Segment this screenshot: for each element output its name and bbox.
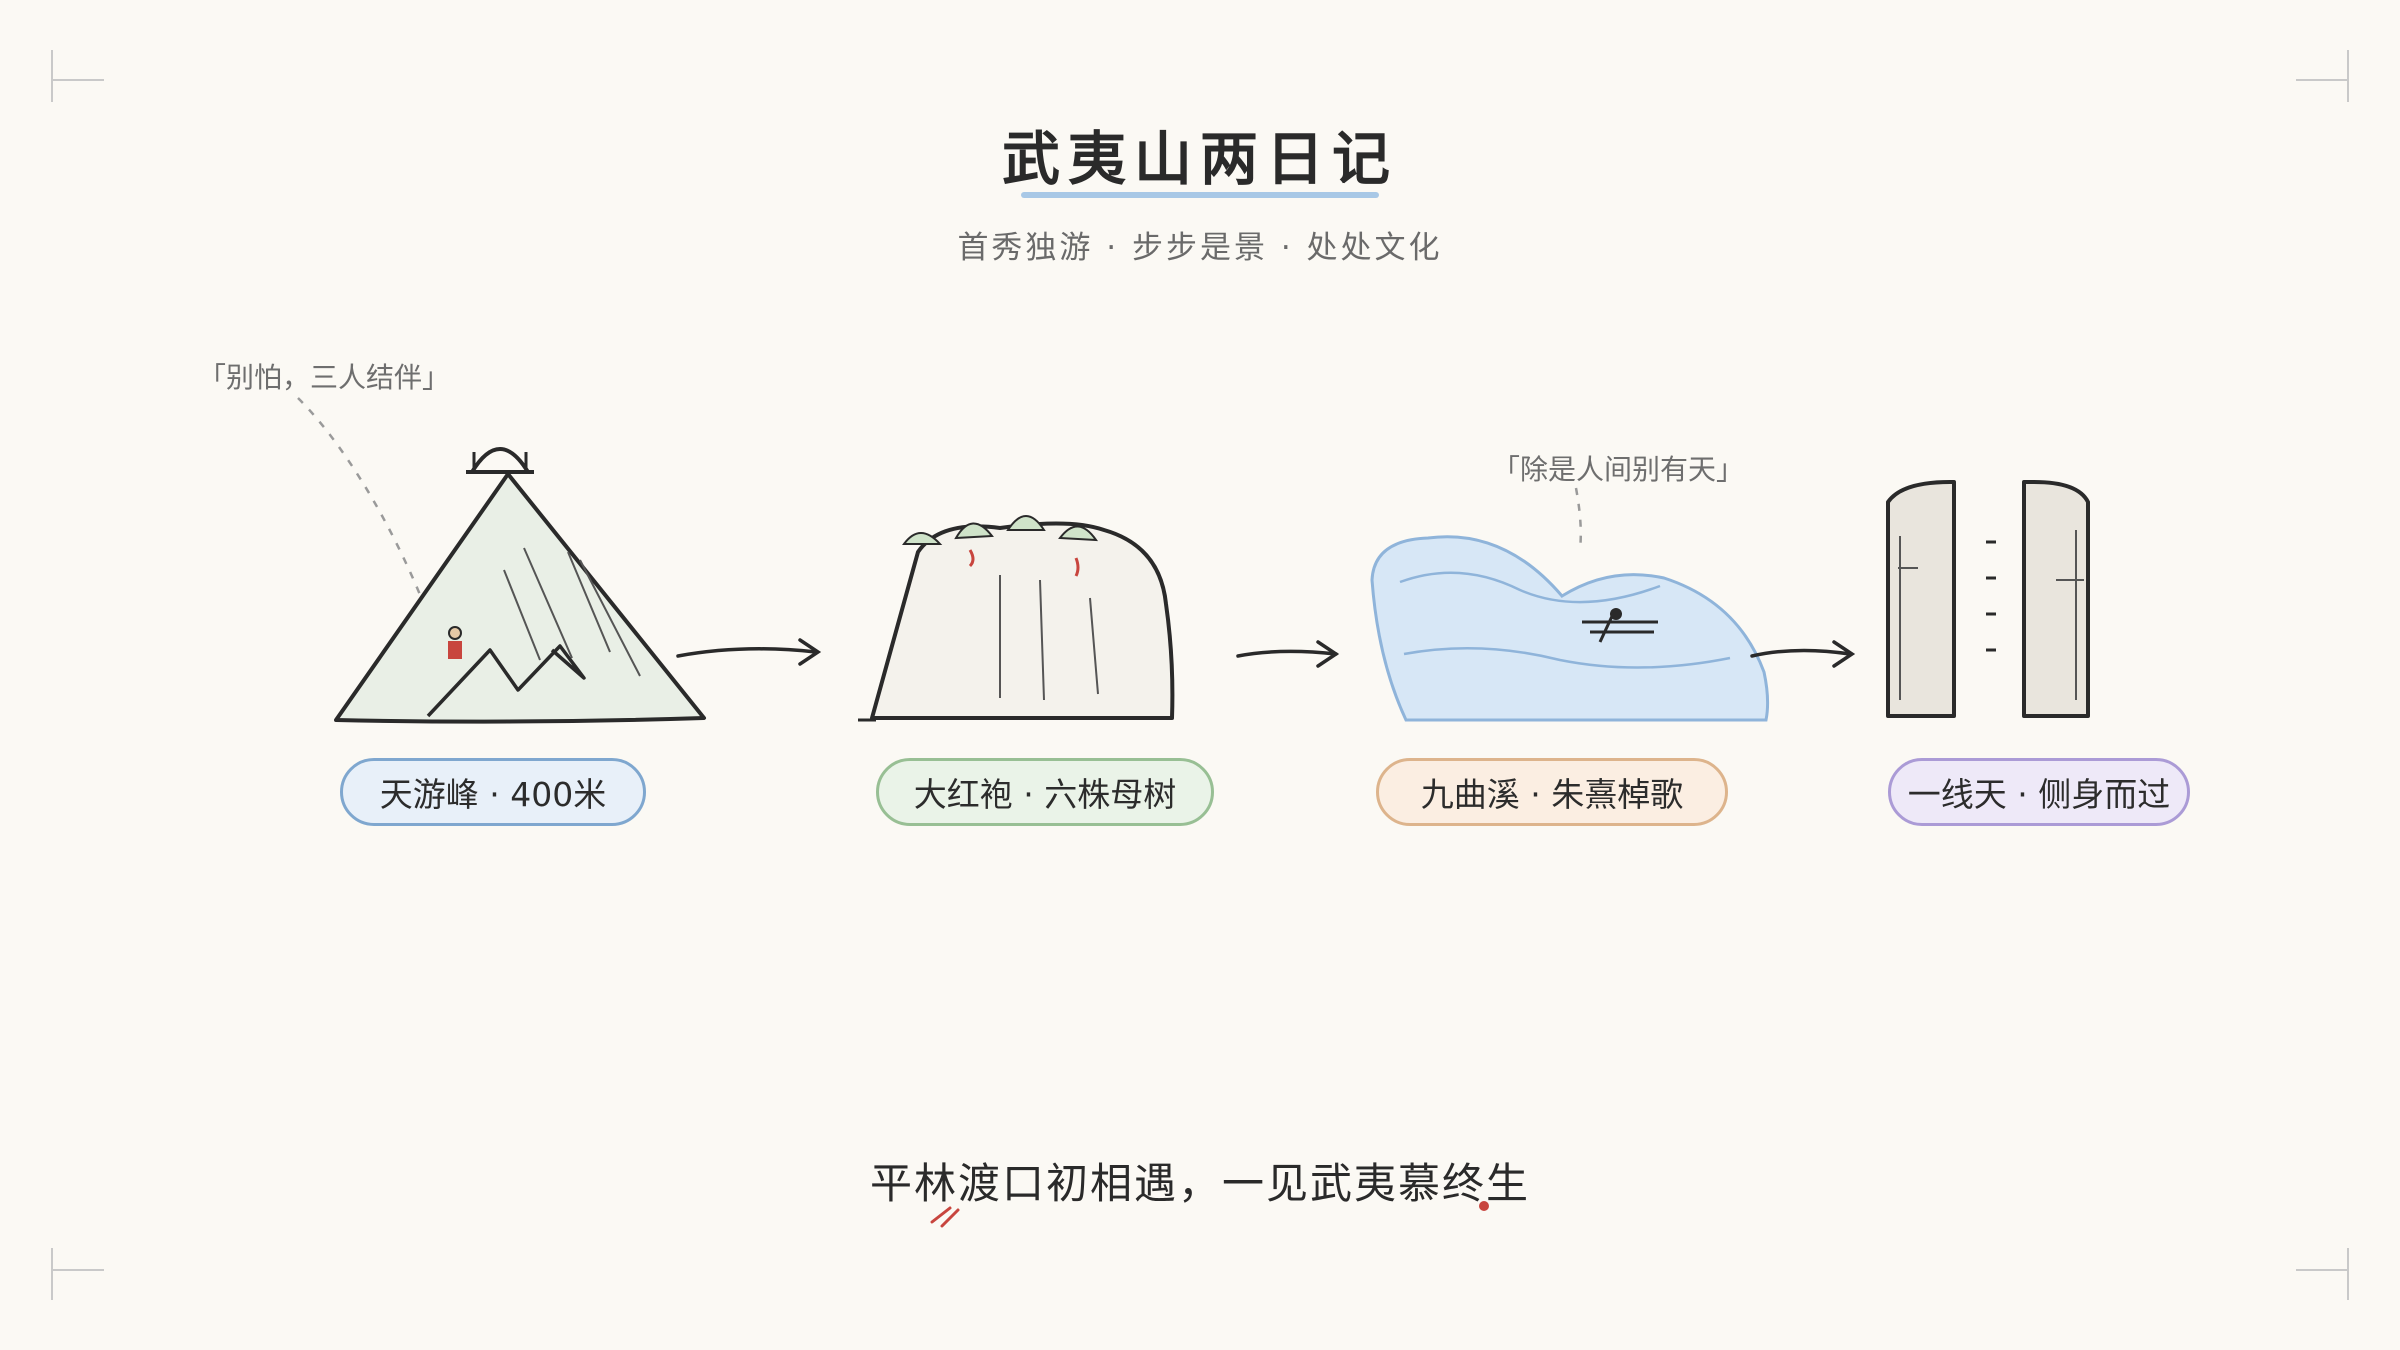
page-subtitle: 首秀独游 · 步步是景 · 处处文化 (957, 230, 1443, 266)
boat-icon (1582, 608, 1658, 643)
tianyou-peak-drawing (334, 447, 706, 724)
arrow-2 (1236, 640, 1340, 668)
page-title: 武夷山两日记 (1001, 125, 1398, 193)
stop-label-tianyou: 天游峰 · 400米 (340, 758, 646, 826)
jiuqu-stream-drawing (1370, 535, 1770, 722)
note-heaven: 「除是人间别有天」 (1492, 453, 1745, 486)
ladder-icon (1986, 540, 1996, 652)
pavilion-icon (466, 447, 534, 474)
arrow-3 (1750, 640, 1856, 668)
footer-poem: 平林渡口初相遇，一见武夷慕终生 (869, 1159, 1530, 1208)
stop-label-yixiantian: 一线天 · 侧身而过 (1888, 758, 2190, 826)
hiker-icon (448, 626, 462, 659)
corner-marks (51, 50, 2349, 1300)
arrow-1 (676, 638, 822, 666)
title-underline (1021, 192, 1379, 198)
note-companion: 「别怕，三人结伴」 (198, 361, 451, 394)
stop-label-jiuqu: 九曲溪 · 朱熹棹歌 (1376, 758, 1728, 826)
tea-bush-icon (902, 515, 1098, 545)
poem-accent-marks (930, 1201, 1489, 1228)
companion-leader (297, 397, 432, 621)
stop-label-dahongpao: 大红袍 · 六株母树 (876, 758, 1214, 826)
yixiantian-drawing (1886, 480, 2090, 718)
heaven-leader (1574, 487, 1583, 551)
dahongpao-drawing (858, 515, 1175, 722)
